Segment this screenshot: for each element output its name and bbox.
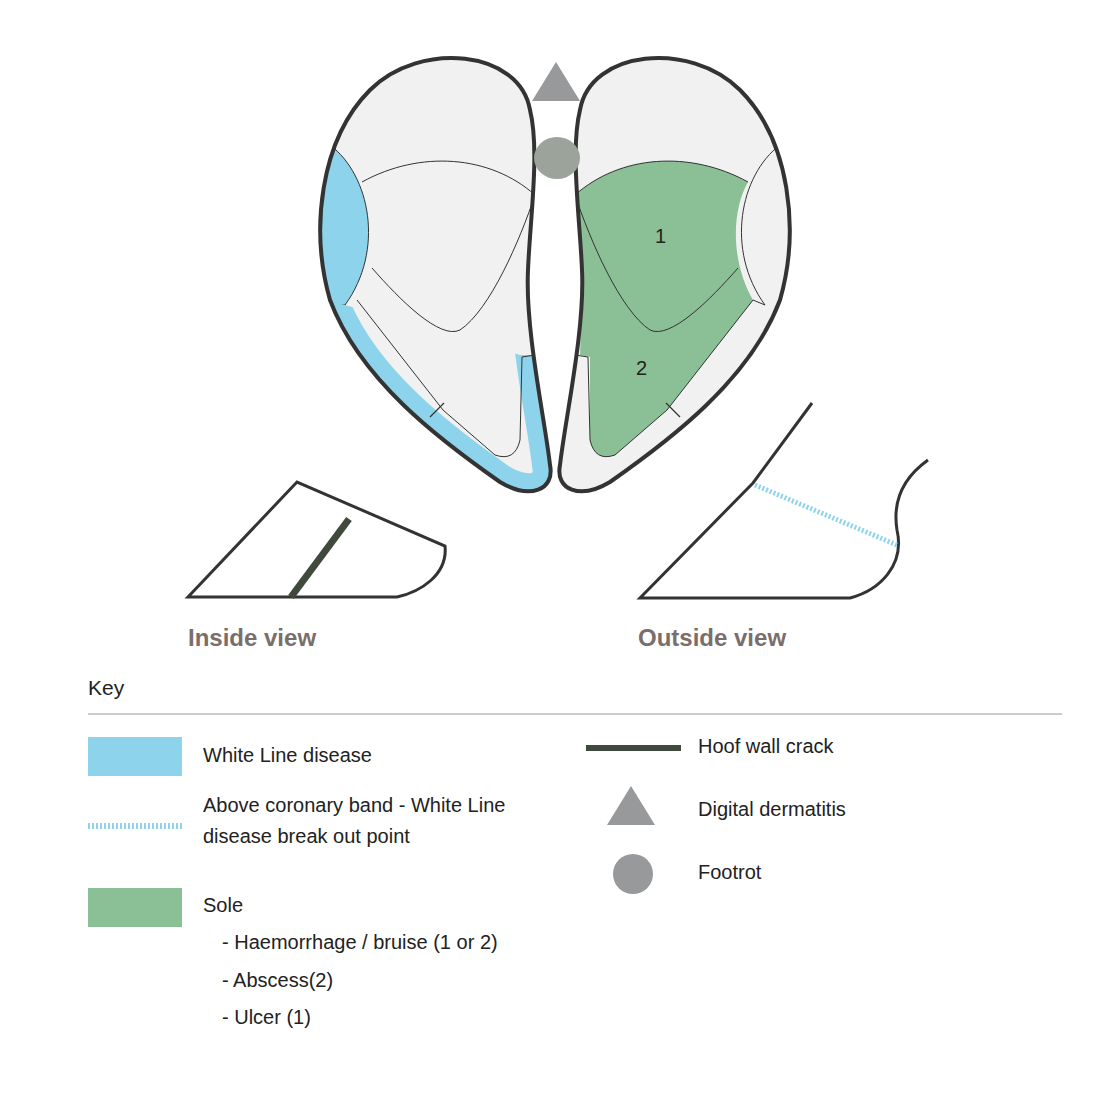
legend-triangle-sample [607, 786, 655, 825]
legend-heading: Key [88, 672, 124, 704]
legend-subitem: - Abscess(2) [222, 965, 333, 995]
outside-view-profile [640, 403, 928, 598]
inside-view-profile [188, 482, 445, 597]
legend-text: Digital dermatitis [698, 794, 1038, 825]
legend-text: Hoof wall crack [698, 731, 1038, 762]
dermatitis-marker [532, 62, 580, 101]
legend-circle-sample [613, 854, 653, 894]
legend-text: Footrot [698, 857, 1038, 888]
legend-text: Sole [203, 890, 563, 921]
key-rule [88, 714, 1062, 715]
legend-dotted-sample [88, 823, 182, 829]
callout-number: 1 [655, 221, 666, 251]
legend-subitem: - Ulcer (1) [222, 1002, 311, 1032]
legend-text: White Line disease [203, 740, 563, 771]
view-label: Outside view [638, 620, 786, 656]
view-label: Inside view [188, 620, 316, 656]
left-claw [290, 58, 551, 491]
footrot-marker [534, 137, 580, 179]
callout-number: 2 [636, 353, 647, 383]
legend-text: Above coronary band - White Line disease… [203, 790, 571, 852]
legend-swatch [88, 888, 182, 927]
legend-swatch [88, 737, 182, 776]
right-claw [559, 58, 789, 491]
break-out-line [755, 485, 897, 545]
legend-crack-sample [586, 745, 681, 751]
hoof-wall-crack [291, 519, 349, 597]
legend-subitem: - Haemorrhage / bruise (1 or 2) [222, 927, 498, 957]
